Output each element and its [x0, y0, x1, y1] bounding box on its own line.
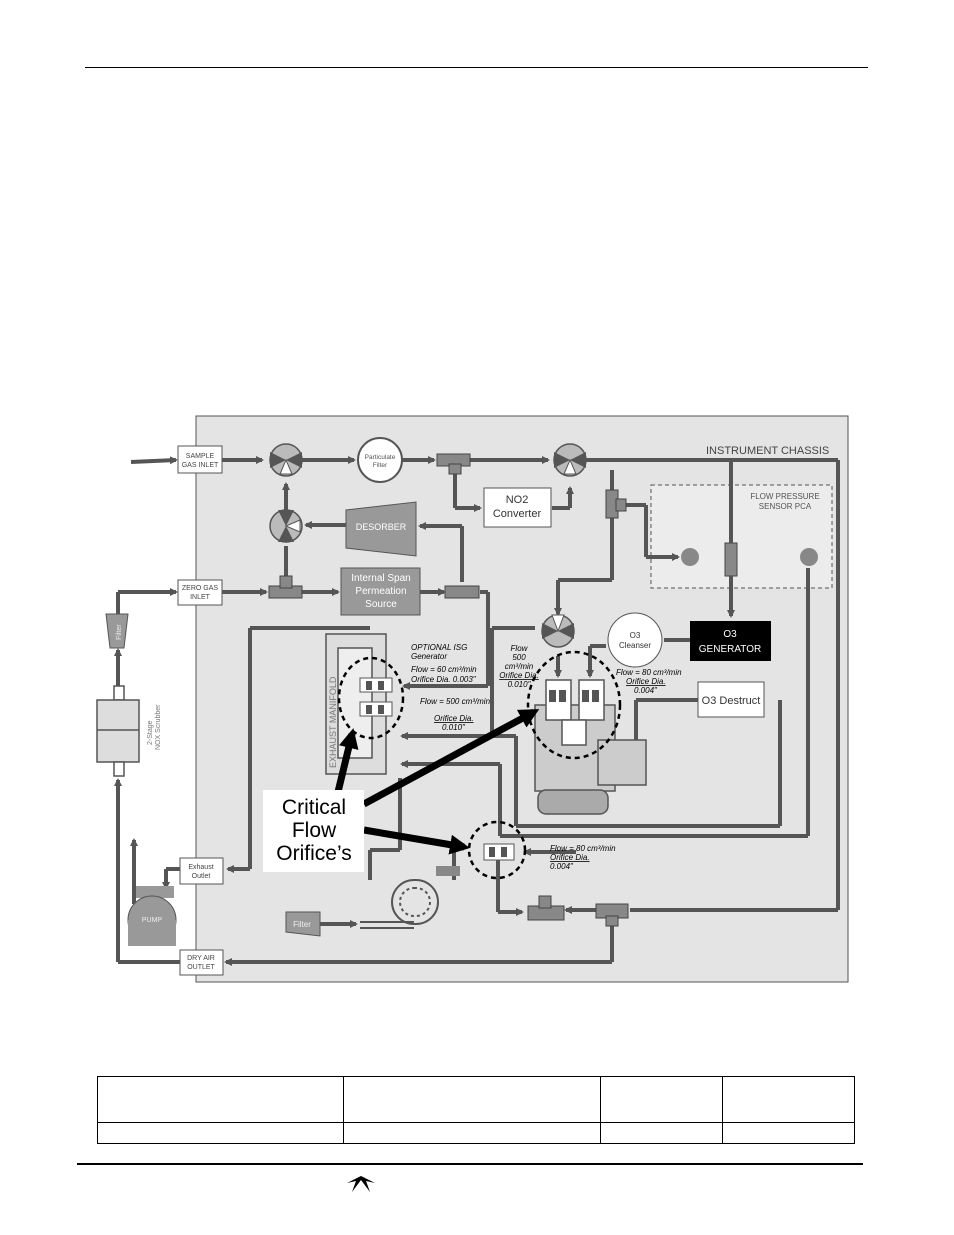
svg-text:O3: O3	[630, 631, 641, 640]
critical-flow-line2: Flow	[292, 819, 337, 842]
flow-pressure-sensor-pca	[650, 484, 833, 589]
svg-text:Flow = 500 cm³/min: Flow = 500 cm³/min	[420, 697, 491, 706]
svg-text:EXHAUST MANIFOLD: EXHAUST MANIFOLD	[328, 676, 338, 768]
svg-text:cm³/min: cm³/min	[505, 662, 534, 671]
flow-pressure-sensor-line1: FLOW PRESSURE	[750, 492, 819, 501]
svg-text:ZERO GAS: ZERO GAS	[182, 585, 219, 592]
critical-orifice-circle-bottom	[467, 820, 527, 880]
valve-zero-icon	[269, 509, 303, 543]
tee-zero-stem	[279, 575, 293, 589]
tee-right-arm	[615, 498, 627, 512]
footer-rule	[77, 1163, 863, 1165]
sample-gas-inlet	[177, 445, 223, 474]
orifice-lower-icon	[483, 843, 515, 861]
table-row	[97, 1122, 855, 1144]
svg-text:NO2: NO2	[506, 494, 529, 506]
svg-text:Outlet: Outlet	[192, 873, 211, 880]
svg-text:Filter: Filter	[373, 462, 388, 469]
svg-text:OPTIONAL ISG: OPTIONAL ISG	[411, 643, 467, 652]
svg-text:0.010": 0.010"	[442, 723, 466, 732]
table-row	[97, 1076, 855, 1123]
svg-text:OUTLET: OUTLET	[187, 964, 215, 971]
header-rule	[85, 67, 868, 68]
dry-air-outlet	[179, 949, 224, 976]
svg-text:500: 500	[512, 653, 526, 662]
svg-text:Permeation: Permeation	[355, 586, 406, 597]
filter-left	[105, 613, 129, 649]
svg-text:GENERATOR: GENERATOR	[699, 644, 761, 655]
tee-span	[444, 585, 480, 599]
svg-text:Generator: Generator	[411, 652, 447, 661]
tee-bottom-a-stem	[538, 895, 552, 909]
svg-text:Converter: Converter	[493, 508, 542, 520]
o3-generator	[690, 621, 771, 661]
svg-text:SAMPLE: SAMPLE	[186, 453, 215, 460]
reaction-cell	[534, 679, 647, 815]
valve-sample-icon	[269, 443, 303, 477]
instrument-chassis-label: INSTRUMENT CHASSIS	[706, 445, 829, 457]
svg-text:DRY AIR: DRY AIR	[187, 955, 215, 962]
svg-text:Orifice Dia. 0.003": Orifice Dia. 0.003"	[411, 675, 477, 684]
svg-text:Orifice Dia.: Orifice Dia.	[434, 714, 474, 723]
svg-text:INLET: INLET	[190, 594, 211, 601]
svg-text:Source: Source	[365, 599, 397, 610]
svg-text:DESORBER: DESORBER	[356, 522, 407, 532]
svg-text:PUMP: PUMP	[142, 917, 163, 924]
particulate-filter	[357, 437, 403, 483]
pressure-sensor-right	[800, 548, 818, 566]
filter-bottom	[285, 911, 321, 937]
svg-text:Orifice Dia.: Orifice Dia.	[550, 853, 590, 862]
critical-orifice-circle-left	[337, 656, 405, 740]
svg-text:Particulate: Particulate	[365, 454, 396, 461]
flow-sensor	[724, 542, 738, 577]
critical-orifice-circle-center	[526, 650, 622, 760]
internal-span-permeation-source	[340, 567, 421, 616]
svg-text:0.004": 0.004"	[634, 686, 658, 695]
exhaust-outlet	[179, 857, 224, 885]
svg-text:Flow: Flow	[511, 644, 529, 653]
svg-text:Cleanser: Cleanser	[619, 641, 651, 650]
no2-converter	[483, 487, 552, 528]
svg-text:Internal Span: Internal Span	[351, 573, 411, 584]
dryer-coil	[360, 879, 439, 929]
svg-text:0.010": 0.010"	[508, 680, 532, 689]
pressure-sensor-left	[681, 548, 699, 566]
svg-text:Orifice Dia.: Orifice Dia.	[499, 671, 539, 680]
tee-top-stem	[448, 463, 462, 475]
svg-text:Exhaust: Exhaust	[188, 864, 213, 871]
svg-text:Filter: Filter	[116, 624, 123, 640]
valve-measure-icon	[541, 614, 575, 648]
pneumatic-flow-diagram: INSTRUMENT CHASSIS FLOW PRESSURE SENSOR …	[96, 415, 849, 983]
svg-text:O3 Destruct: O3 Destruct	[702, 695, 761, 707]
svg-text:GAS INLET: GAS INLET	[182, 462, 219, 469]
svg-text:0.004": 0.004"	[550, 862, 574, 871]
nox-scrubber	[96, 685, 140, 777]
svg-text:Filter: Filter	[293, 920, 311, 929]
desorber	[345, 501, 417, 557]
critical-flow-label-box	[263, 790, 364, 872]
pump	[127, 886, 177, 946]
critical-flow-line3: Orifice’s	[276, 842, 351, 865]
valve-second-icon	[553, 443, 587, 477]
critical-flow-line1: Critical	[282, 796, 346, 819]
tee-bottom-b-stem	[605, 915, 619, 927]
svg-text:Flow = 80 cm³/min: Flow = 80 cm³/min	[616, 668, 682, 677]
flow-pressure-sensor-line2: SENSOR PCA	[759, 502, 812, 511]
o3-cleanser	[607, 612, 663, 668]
svg-text:O3: O3	[723, 629, 737, 640]
svg-text:Orifice Dia.: Orifice Dia.	[626, 677, 666, 686]
svg-text:2-Stage: 2-Stage	[147, 720, 154, 745]
zero-gas-inlet	[177, 579, 223, 606]
o3-destruct	[697, 681, 765, 718]
svg-text:Flow = 80 cm³/min: Flow = 80 cm³/min	[550, 844, 616, 853]
specification-table	[97, 1076, 855, 1144]
svg-text:NOX Scrubber: NOX Scrubber	[155, 704, 162, 750]
company-logo-icon	[347, 1176, 375, 1192]
svg-text:Flow = 60 cm³/min: Flow = 60 cm³/min	[411, 665, 477, 674]
